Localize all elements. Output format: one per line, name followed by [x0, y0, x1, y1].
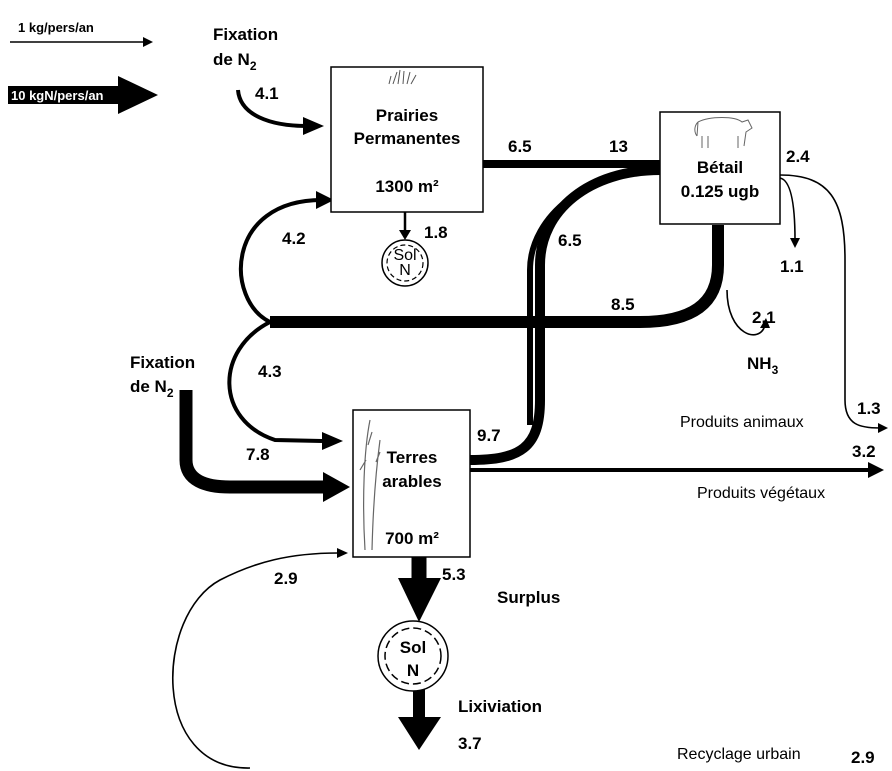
- node-terres: Terres arables 700 m²: [352, 409, 471, 558]
- arrowheads: [303, 117, 888, 750]
- value-nh3: 2.1: [752, 308, 776, 327]
- value-animal-products: 1.3: [857, 399, 881, 418]
- flow-terres-betail-inner: [527, 167, 661, 425]
- terres-name-1: Terres: [387, 448, 438, 467]
- value-surplus: 5.3: [442, 565, 466, 584]
- flow-manure: [270, 225, 724, 328]
- nh3-label: NH3: [747, 354, 779, 377]
- flow-to-prairies: [239, 198, 323, 324]
- wheat-icon: [359, 419, 381, 551]
- value-prairies-betail: 6.5: [508, 137, 532, 156]
- soil-small-label-2: N: [399, 262, 411, 279]
- soil-big-outer: [377, 620, 449, 692]
- fixation-mid-label-2: de N2: [130, 377, 174, 400]
- produits-vegetaux-label: Produits végétaux: [697, 485, 825, 502]
- node-betail: Bétail 0.125 ugb: [659, 111, 781, 225]
- value-betail-loss: 1.1: [780, 257, 804, 276]
- soil-small-outer: [381, 239, 429, 287]
- value-to-prairies: 4.2: [282, 229, 306, 248]
- surplus-label: Surplus: [497, 588, 560, 607]
- flow-to-terres: [227, 320, 323, 443]
- flow-terres-betail-outer: [469, 165, 661, 465]
- soil-small-label-1: Sol: [393, 247, 416, 264]
- arrowhead-betail-out: [878, 423, 888, 433]
- value-urban-in: 2.9: [274, 569, 298, 588]
- value-terres-betail: 6.5: [558, 231, 582, 250]
- recyclage-label: Recyclage urbain: [677, 746, 801, 763]
- arrowhead-vegetal: [868, 462, 884, 478]
- cow-icon: [694, 117, 753, 148]
- arrowhead-leaching: [398, 717, 441, 750]
- arrowhead-surplus: [398, 578, 441, 622]
- flow-urban: [172, 552, 339, 769]
- flow-fixation-top: [236, 89, 308, 128]
- prairies-name-1: Prairies: [376, 106, 438, 125]
- soil-big-label-2: N: [407, 661, 419, 680]
- value-betail-in-total: 13: [609, 137, 628, 156]
- legend: 1 kg/pers/an 10 kgN/pers/an: [8, 20, 158, 114]
- terres-area: 700 m²: [385, 529, 439, 548]
- arrowhead-urban: [337, 548, 348, 558]
- arrowhead-fixation-mid: [323, 472, 350, 502]
- value-urban-out: 2.9: [851, 748, 875, 767]
- grass-icon: [388, 69, 417, 85]
- flow-nh3: [726, 289, 766, 336]
- value-vegetal-products: 3.2: [852, 442, 876, 461]
- legend-thick-label: 10 kgN/pers/an: [11, 88, 104, 103]
- flows-thin: [172, 174, 881, 769]
- prairies-area: 1300 m²: [375, 177, 439, 196]
- soil-small: Sol N: [381, 239, 429, 287]
- node-prairies: Prairies Permanentes 1300 m²: [330, 66, 484, 213]
- flow-values: 4.1 6.5 13 2.4 1.8 4.2 6.5 1.1 8.5 2.1 4…: [246, 84, 881, 767]
- arrowhead-to-prairies: [316, 191, 334, 209]
- flow-betail-out: [779, 174, 881, 429]
- legend-thin-arrowhead: [143, 37, 153, 47]
- arrowhead-to-terres: [322, 432, 343, 450]
- legend-thin-label: 1 kg/pers/an: [18, 20, 94, 35]
- legend-thick-arrow: [8, 76, 158, 114]
- value-prairies-sol: 1.8: [424, 223, 448, 242]
- arrowhead-betail-loss: [790, 238, 800, 248]
- arrowhead-fixation-top: [303, 117, 324, 135]
- betail-units: 0.125 ugb: [681, 182, 759, 201]
- arrowhead-prairies-sol: [399, 230, 411, 240]
- fixation-mid-label-1: Fixation: [130, 353, 195, 372]
- value-terres-up: 9.7: [477, 426, 501, 445]
- produits-animaux-label: Produits animaux: [680, 414, 804, 431]
- terres-name-2: arables: [382, 472, 442, 491]
- arrowhead-nh3: [760, 318, 770, 328]
- value-fix-prairies: 4.1: [255, 84, 279, 103]
- flow-betail-loss: [779, 177, 796, 241]
- betail-name: Bétail: [697, 158, 743, 177]
- lixiviation-label: Lixiviation: [458, 697, 542, 716]
- value-leaching: 3.7: [458, 734, 482, 753]
- value-to-terres: 4.3: [258, 362, 282, 381]
- value-manure: 8.5: [611, 295, 635, 314]
- fixation-top-label-2: de N2: [213, 50, 257, 73]
- flow-fixation-mid: [179, 390, 325, 494]
- value-betail-out: 2.4: [786, 147, 810, 166]
- betail-box: [659, 111, 781, 225]
- soil-small-inner: [386, 244, 424, 282]
- soil-big: Sol N: [377, 620, 449, 692]
- soil-big-inner: [384, 627, 442, 685]
- prairies-box: [330, 66, 484, 213]
- fixation-top-label-1: Fixation: [213, 25, 278, 44]
- soil-big-label-1: Sol: [400, 638, 426, 657]
- prairies-name-2: Permanentes: [354, 129, 461, 148]
- value-fix-terres: 7.8: [246, 445, 270, 464]
